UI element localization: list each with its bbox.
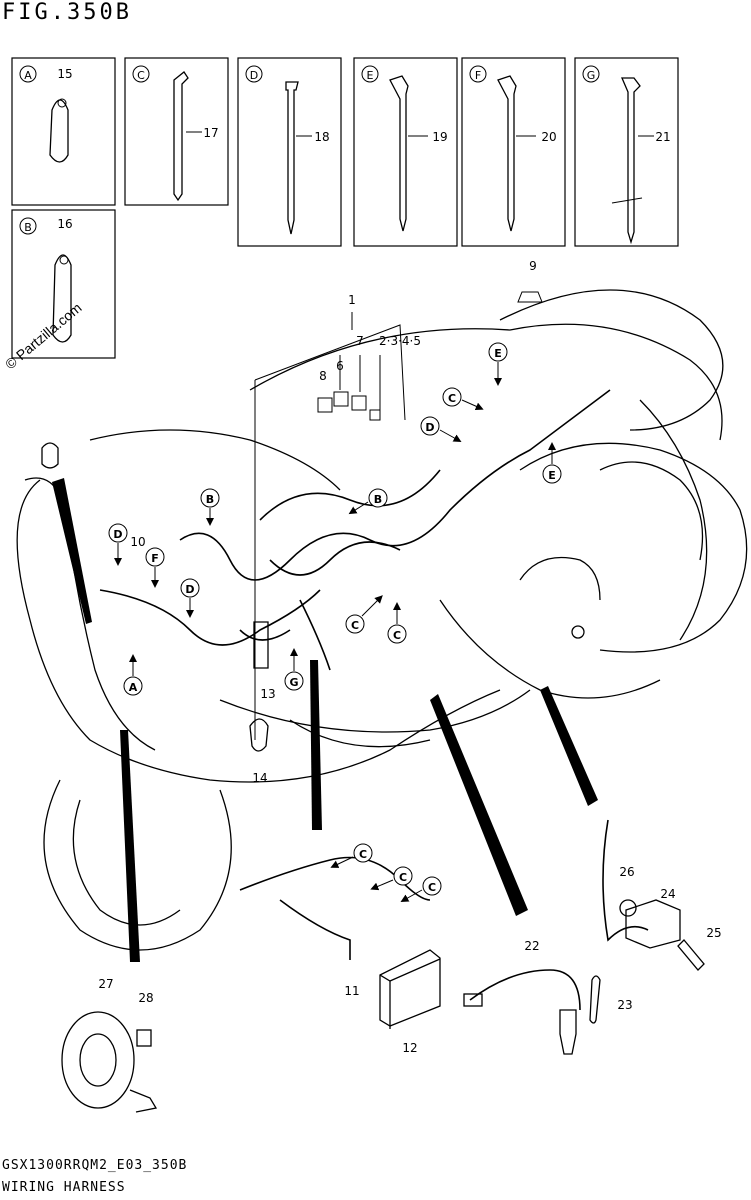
svg-text:F: F [151,552,159,565]
part-label: 13 [260,687,275,701]
svg-text:C: C [393,629,401,642]
callout-e-2: E [542,442,562,484]
part-label: 6 [336,359,344,373]
callout-d-3: D [180,578,200,618]
callout-g-1: G [284,648,304,691]
part-label: 1 [348,293,356,307]
svg-text:A: A [129,681,138,694]
relay-group-lines [254,291,543,740]
svg-text:E: E [548,469,556,482]
callout-c-1: C [442,387,484,411]
legend-box-b: B 16 [11,209,116,359]
svg-text:C: C [399,871,407,884]
callout-c-4: C [330,843,373,868]
figure-title: FIG.350B [2,0,132,25]
legend-part-number: 16 [57,217,72,231]
svg-text:E: E [494,347,502,360]
legend-letter: F [475,69,481,82]
part-label: 14 [252,771,267,785]
legend-letter: A [24,69,32,82]
legend-part-number: 17 [203,126,218,140]
svg-text:D: D [425,421,434,434]
callout-d-2: D [108,523,128,566]
part-label: 24 [660,887,675,901]
part-label: 26 [619,865,634,879]
figure-name: WIRING HARNESS [2,1180,126,1195]
part-label: 11 [344,984,359,998]
oxygen-sensor [463,975,601,1055]
part-number-labels: 1 2·3·4·5 6 7 8 9 10 11 12 13 14 22 23 2… [98,259,721,1055]
callout-b-2: B [348,488,388,515]
callout-d-1: D [420,416,462,442]
side-stand-switch [619,899,705,971]
part-label: 10 [130,535,145,549]
part-label: 12 [402,1041,417,1055]
legend-part-number: 18 [314,130,329,144]
callout-e-1: E [488,342,508,386]
legend-letter: C [137,69,145,82]
svg-text:C: C [448,392,456,405]
part-label: 7 [356,334,364,348]
part-label: 2·3·4·5 [379,334,421,348]
motorcycle-outline [16,289,748,951]
part-label: 27 [98,977,113,991]
part-label: 22 [524,939,539,953]
part-label: 23 [617,998,632,1012]
callout-c-6: C [400,876,442,902]
part-label: 9 [529,259,537,273]
svg-text:G: G [289,676,298,689]
svg-text:C: C [359,848,367,861]
callout-c-3: C [387,602,407,644]
legend-box-a: A 15 [11,57,116,206]
callout-c-2: C [345,595,383,634]
legend-part-number: 15 [57,67,72,81]
part-label: 28 [138,991,153,1005]
legend-part-number: 21 [655,130,670,144]
legend-letter: E [367,69,374,82]
legend-letter: B [24,221,32,234]
callout-c-5: C [370,866,413,891]
callout-f-1: F [145,547,165,588]
legend-box-e: E 19 [353,57,458,247]
legend-part-number: 20 [541,130,556,144]
ecu-module [379,949,441,1029]
svg-text:D: D [113,528,122,541]
horn [61,1011,158,1113]
svg-text:B: B [374,493,382,506]
svg-text:C: C [428,881,436,894]
svg-text:B: B [206,493,214,506]
svg-text:D: D [185,583,194,596]
callout-b-1: B [200,488,220,526]
legend-part-number: 19 [432,130,447,144]
svg-text:C: C [351,619,359,632]
legend-box-g: G 21 [574,57,679,247]
legend-letter: G [587,69,596,82]
part-label: 25 [706,926,721,940]
legend-box-d: D 18 [237,57,342,247]
callout-a-1: A [123,654,143,696]
legend-letter: D [250,69,258,82]
legend-box-f: F 20 [461,57,566,247]
wiring-harness [99,389,649,1011]
pointer-wedges [52,478,598,962]
figure-code: GSX1300RRQM2_E03_350B [2,1158,188,1173]
clamp-parts [41,442,269,752]
part-label: 8 [319,369,327,383]
legend-box-c: C 17 [124,57,229,206]
